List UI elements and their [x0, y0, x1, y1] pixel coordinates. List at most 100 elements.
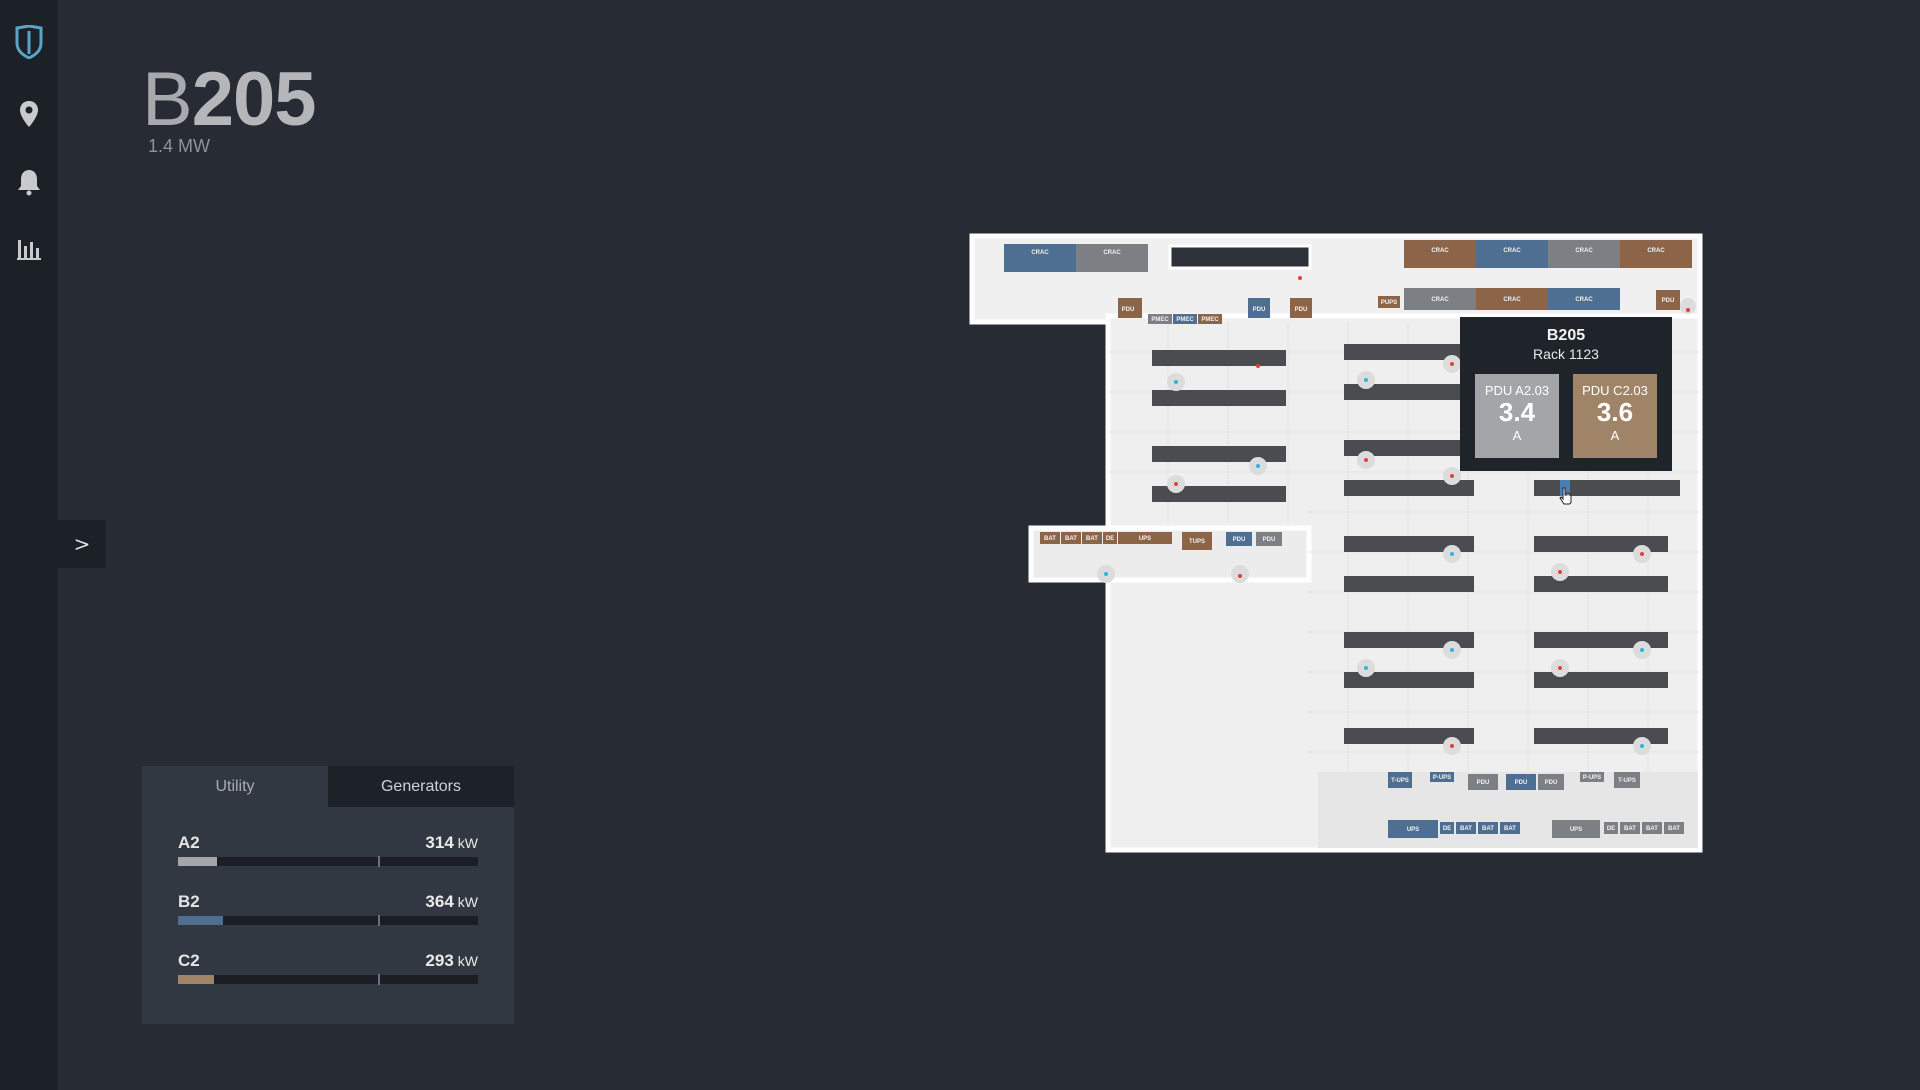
crac-label: CRAC: [1031, 250, 1049, 256]
rack-row: [1152, 350, 1286, 366]
pdu-name: PDU C2.03: [1582, 383, 1648, 398]
battery-room: BAT BAT BAT DE UPS TUPS PDU PDU: [1040, 532, 1282, 550]
crac-label: CRAC: [1431, 297, 1449, 303]
t-ups-label: T-UPS: [1618, 778, 1636, 784]
feed-bar: [178, 856, 478, 867]
bat-label: BAT: [1044, 536, 1056, 542]
feed-bar-fill: [178, 975, 214, 984]
rack-row: [1534, 536, 1668, 552]
pdu-unit: A: [1512, 428, 1522, 443]
rack-row: [1534, 576, 1668, 592]
crac-label: CRAC: [1103, 250, 1121, 256]
rack-row: [1344, 672, 1474, 688]
room-capacity: 1.4 MW: [148, 136, 211, 156]
power-tabs: Utility Generators: [142, 766, 514, 807]
pdu-name: PDU A2.03: [1484, 383, 1550, 398]
feed-unit: kW: [457, 953, 478, 969]
crac-unit: [1548, 288, 1620, 310]
tab-utility[interactable]: Utility: [142, 766, 328, 807]
feed-value-number: 293: [425, 951, 454, 970]
rack-row: [1534, 480, 1680, 496]
crac-unit: [1404, 240, 1476, 268]
pdu-label: PDU: [1233, 537, 1246, 543]
sidebar: [0, 0, 58, 1090]
rack-row: [1344, 344, 1474, 360]
rack-row: [1152, 446, 1286, 462]
bell-icon[interactable]: [13, 166, 45, 198]
p-ups-label: P-UPS: [1583, 775, 1601, 781]
bat-label: BAT: [1086, 536, 1098, 542]
crac-unit: [1548, 240, 1620, 268]
page-title: B205: [142, 57, 317, 142]
map-pin-icon[interactable]: [13, 98, 45, 130]
ups-label: UPS: [1407, 827, 1419, 833]
title-prefix: B: [142, 57, 193, 142]
pmec-unit: [1173, 314, 1197, 324]
p-ups-label: P-UPS: [1433, 775, 1451, 781]
ups-label: UPS: [1570, 827, 1582, 833]
feed-bar-fill: [178, 916, 223, 925]
feed-bar: [178, 915, 478, 926]
crac-unit: [1620, 240, 1692, 268]
feed-bar-marker: [378, 856, 380, 867]
feed-bar-marker: [378, 974, 380, 985]
crac-label: CRAC: [1503, 248, 1521, 254]
pdu-label: PDU: [1263, 537, 1276, 543]
bat-label: BAT: [1646, 826, 1658, 832]
pups-label: PUPS: [1381, 300, 1397, 306]
upper-pdu-row: PDU PMEC PMEC PMEC PDU PDU: [1118, 298, 1312, 324]
pdu-unit: [1290, 298, 1312, 318]
feed-unit: kW: [457, 835, 478, 851]
feed-value-number: 314: [425, 833, 454, 852]
t-ups-label: T-UPS: [1391, 778, 1409, 784]
pdu-label: PDU: [1253, 307, 1266, 313]
feed-unit: kW: [457, 894, 478, 910]
rack-tooltip: B205 Rack 1123 PDU A2.03 3.4 A PDU C2.03…: [1460, 317, 1672, 471]
pdu-label: PDU: [1477, 780, 1490, 786]
electrical-room: T-UPS P-UPS PDU PDU PDU P-UPS T-UPS UPS …: [1388, 772, 1684, 838]
de-label: DE: [1443, 826, 1451, 832]
bat-label: BAT: [1668, 826, 1680, 832]
de-label: DE: [1106, 536, 1114, 542]
ups-label: UPS: [1139, 536, 1151, 542]
feed-name: B2: [178, 892, 200, 911]
rack-row: [1152, 486, 1286, 502]
rack-row: [1344, 632, 1474, 648]
bat-label: BAT: [1065, 536, 1077, 542]
pdu-unit: [1248, 298, 1270, 318]
pdu-card[interactable]: PDU A2.03 3.4 A: [1475, 374, 1559, 458]
tooltip-room: B205: [1546, 327, 1586, 344]
expand-panel-button[interactable]: >: [58, 520, 106, 568]
pdu-value: 3.4: [1498, 397, 1536, 427]
crac-label: CRAC: [1503, 297, 1521, 303]
rack-row: [1344, 728, 1474, 744]
floorplan-map[interactable]: CRAC CRAC CRAC CRAC CRAC CRAC CRAC CRAC …: [968, 232, 1704, 854]
rack-row: [1152, 390, 1286, 406]
crac-unit: [1476, 288, 1548, 310]
pdu-value: 3.6: [1596, 397, 1634, 427]
pups-unit: [1378, 296, 1400, 308]
bat-label: BAT: [1504, 826, 1516, 832]
crac-label: CRAC: [1575, 248, 1593, 254]
crac-label: CRAC: [1647, 248, 1665, 254]
sensors: [1097, 276, 1696, 755]
pdu-label: PDU: [1122, 307, 1135, 313]
pmec-label: PMEC: [1176, 317, 1194, 323]
rack-row: [1534, 632, 1668, 648]
pdu-card[interactable]: PDU C2.03 3.6 A: [1573, 374, 1657, 458]
crac-unit: [1076, 244, 1148, 272]
bar-chart-icon[interactable]: [13, 232, 45, 264]
pdu-label: PDU: [1662, 298, 1675, 304]
tab-generators[interactable]: Generators: [328, 766, 514, 807]
pdu-label: PDU: [1295, 307, 1308, 313]
rack-row: [1344, 536, 1474, 552]
shield-logo-icon[interactable]: [13, 25, 45, 59]
bat-label: BAT: [1624, 826, 1636, 832]
pmec-unit: [1148, 314, 1172, 324]
crac-unit: [1404, 288, 1476, 310]
